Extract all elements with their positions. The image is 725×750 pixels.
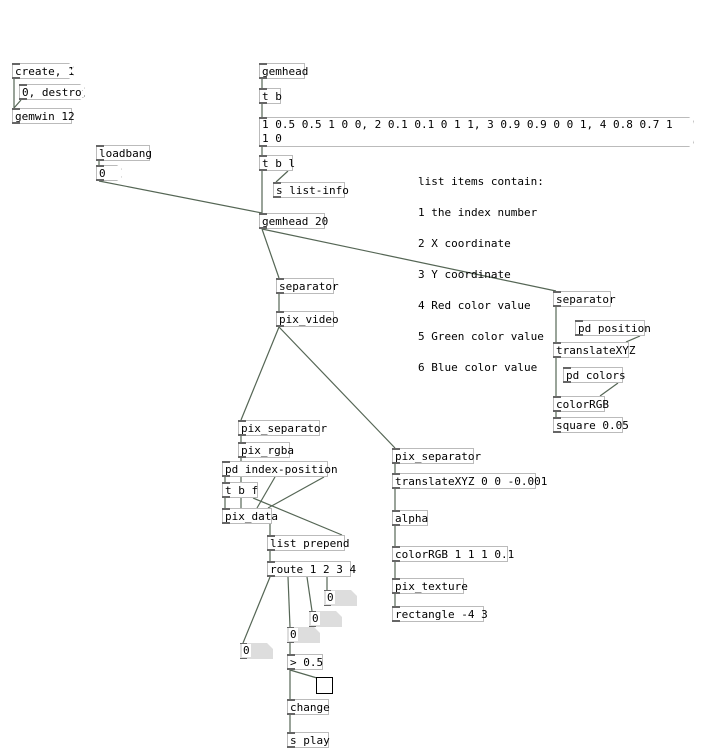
route-object[interactable]: route 1 2 3 4 bbox=[267, 561, 356, 577]
trigger-bl-object[interactable]: t b l bbox=[259, 155, 295, 171]
toggle[interactable] bbox=[316, 677, 333, 694]
list-items-comment: list items contain: 1 the index number 2… bbox=[418, 158, 544, 391]
pd-position-object[interactable]: pd position bbox=[575, 320, 651, 336]
trigger-bf-object[interactable]: t b f bbox=[222, 482, 258, 498]
change-object[interactable]: change bbox=[287, 699, 330, 715]
pix-separator-right-object[interactable]: pix_separator bbox=[392, 448, 481, 464]
pix-data-object[interactable]: pix_data bbox=[222, 508, 278, 524]
pix-video-object[interactable]: pix_video bbox=[276, 311, 339, 327]
pix-texture-object[interactable]: pix_texture bbox=[392, 578, 468, 594]
comment-line: 1 the index number bbox=[418, 205, 538, 219]
number-box[interactable]: 0 bbox=[240, 643, 273, 659]
separator-object[interactable]: separator bbox=[276, 278, 339, 294]
pd-index-position-object[interactable]: pd index-position bbox=[222, 461, 338, 477]
pix-rgba-object[interactable]: pix_rgba bbox=[238, 442, 294, 458]
number-box[interactable]: 0 bbox=[324, 590, 357, 606]
number-box[interactable]: 0 bbox=[287, 627, 320, 643]
comment-line: 3 Y coordinate bbox=[418, 267, 511, 281]
comment-line: 2 X coordinate bbox=[418, 236, 511, 250]
list-message[interactable]: 1 0.5 0.5 1 0 0, 2 0.1 0.1 0 1 1, 3 0.9 … bbox=[259, 117, 694, 147]
send-play-object[interactable]: s play bbox=[287, 732, 330, 748]
comment-title: list items contain: bbox=[418, 174, 544, 188]
alpha-object[interactable]: alpha bbox=[392, 510, 428, 526]
pix-separator-object[interactable]: pix_separator bbox=[238, 420, 327, 436]
colorrgb-object[interactable]: colorRGB bbox=[553, 396, 609, 412]
translatexyz-object[interactable]: translateXYZ bbox=[553, 342, 635, 358]
loadbang-object[interactable]: loadbang bbox=[96, 145, 152, 161]
number-box[interactable]: 0 bbox=[309, 611, 342, 627]
gemhead20-object[interactable]: gemhead 20 bbox=[259, 213, 328, 229]
colorrgb-alpha-object[interactable]: colorRGB 1 1 1 0.1 bbox=[392, 546, 514, 562]
square-object[interactable]: square 0.05 bbox=[553, 417, 629, 433]
trigger-b-object[interactable]: t b bbox=[259, 88, 282, 104]
gemhead-object[interactable]: gemhead bbox=[259, 63, 308, 79]
rectangle-object[interactable]: rectangle -4 3 bbox=[392, 606, 488, 622]
send-list-info-object[interactable]: s list-info bbox=[273, 182, 349, 198]
pd-colors-object[interactable]: pd colors bbox=[563, 367, 626, 383]
greater-than-object[interactable]: > 0.5 bbox=[287, 654, 323, 670]
separator-right-object[interactable]: separator bbox=[553, 291, 616, 307]
gemwin-object[interactable]: gemwin 12 bbox=[12, 108, 75, 124]
create-message[interactable]: create, 1 bbox=[12, 63, 74, 79]
destroy-message[interactable]: 0, destroy bbox=[19, 84, 85, 100]
comment-line: 6 Blue color value bbox=[418, 360, 538, 374]
comment-line: 5 Green color value bbox=[418, 329, 544, 343]
list-prepend-object[interactable]: list prepend bbox=[267, 535, 349, 551]
comment-line: 4 Red color value bbox=[418, 298, 531, 312]
translatexyz-offset-object[interactable]: translateXYZ 0 0 -0.001 bbox=[392, 473, 547, 489]
